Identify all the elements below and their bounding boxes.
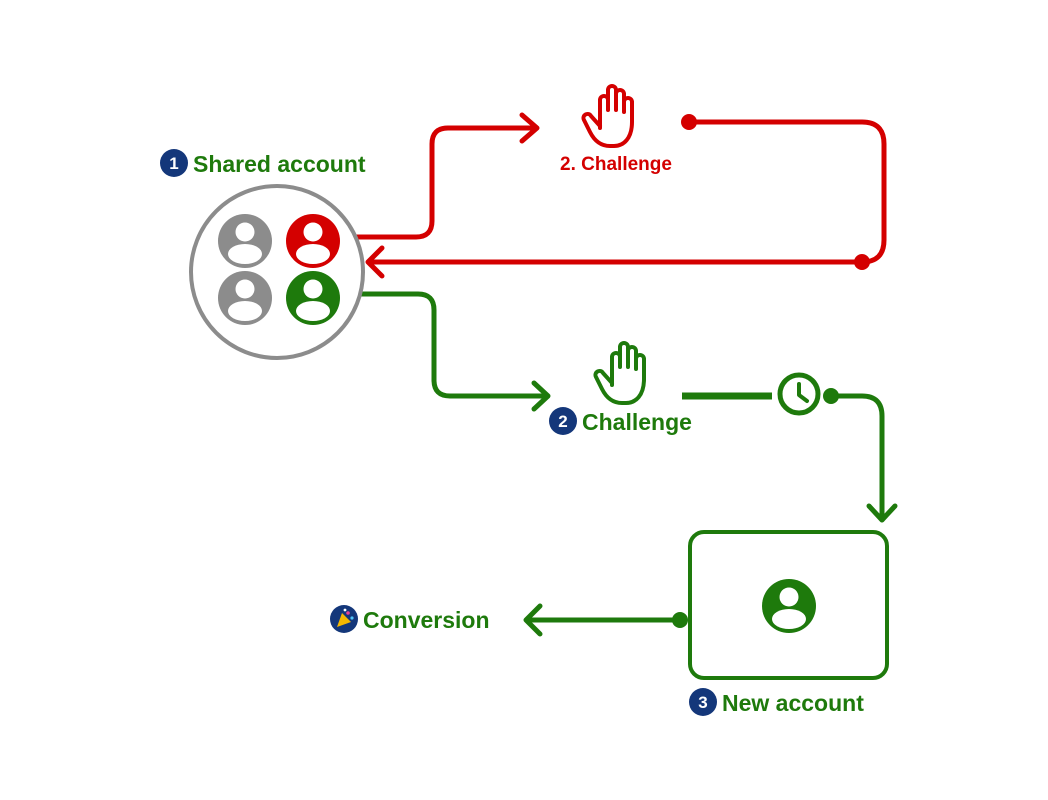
user-icon [218,214,272,268]
user-icon [286,214,340,268]
red-flow [337,112,887,279]
green-line-to-challenge [337,291,549,399]
shared-account-label: 1 Shared account [160,149,366,177]
conversion-label: Conversion [330,605,490,633]
step-badge [689,688,717,716]
step-badge-number: 3 [698,693,707,712]
red-line-return [367,119,887,265]
conversion-text: Conversion [363,607,490,633]
new-account-label: 3 New account [689,688,864,716]
shared-account-group [189,184,365,360]
green-line-to-new-account [828,393,885,521]
hand-stop-icon [593,341,646,405]
user-icon [762,579,816,633]
user-icon [286,271,340,325]
green-challenge-label: 2 Challenge [549,407,692,435]
new-account-box [688,530,889,680]
green-flow [337,291,898,637]
party-popper-icon [330,605,358,633]
red-challenge-label: 2. Challenge [560,154,672,175]
red-line-to-challenge [337,125,539,240]
clock-icon [777,372,821,416]
step-badge [160,149,188,177]
red-dot-corner [854,254,870,270]
green-challenge-text: Challenge [582,409,692,435]
new-account-text: New account [722,690,864,716]
green-arrowhead-left [523,603,543,637]
red-arrowhead-left [365,245,385,279]
red-arrowhead-right [519,112,540,144]
hand-stop-icon [581,84,634,148]
step-badge-number: 2 [558,412,567,431]
shared-account-text: Shared account [193,151,366,177]
shared-account-ring [189,184,365,360]
green-arrowhead-right [531,380,551,412]
step-badge [549,407,577,435]
green-arrowhead-down [866,503,898,523]
step-badge-number: 1 [169,154,178,173]
user-icon [218,271,272,325]
